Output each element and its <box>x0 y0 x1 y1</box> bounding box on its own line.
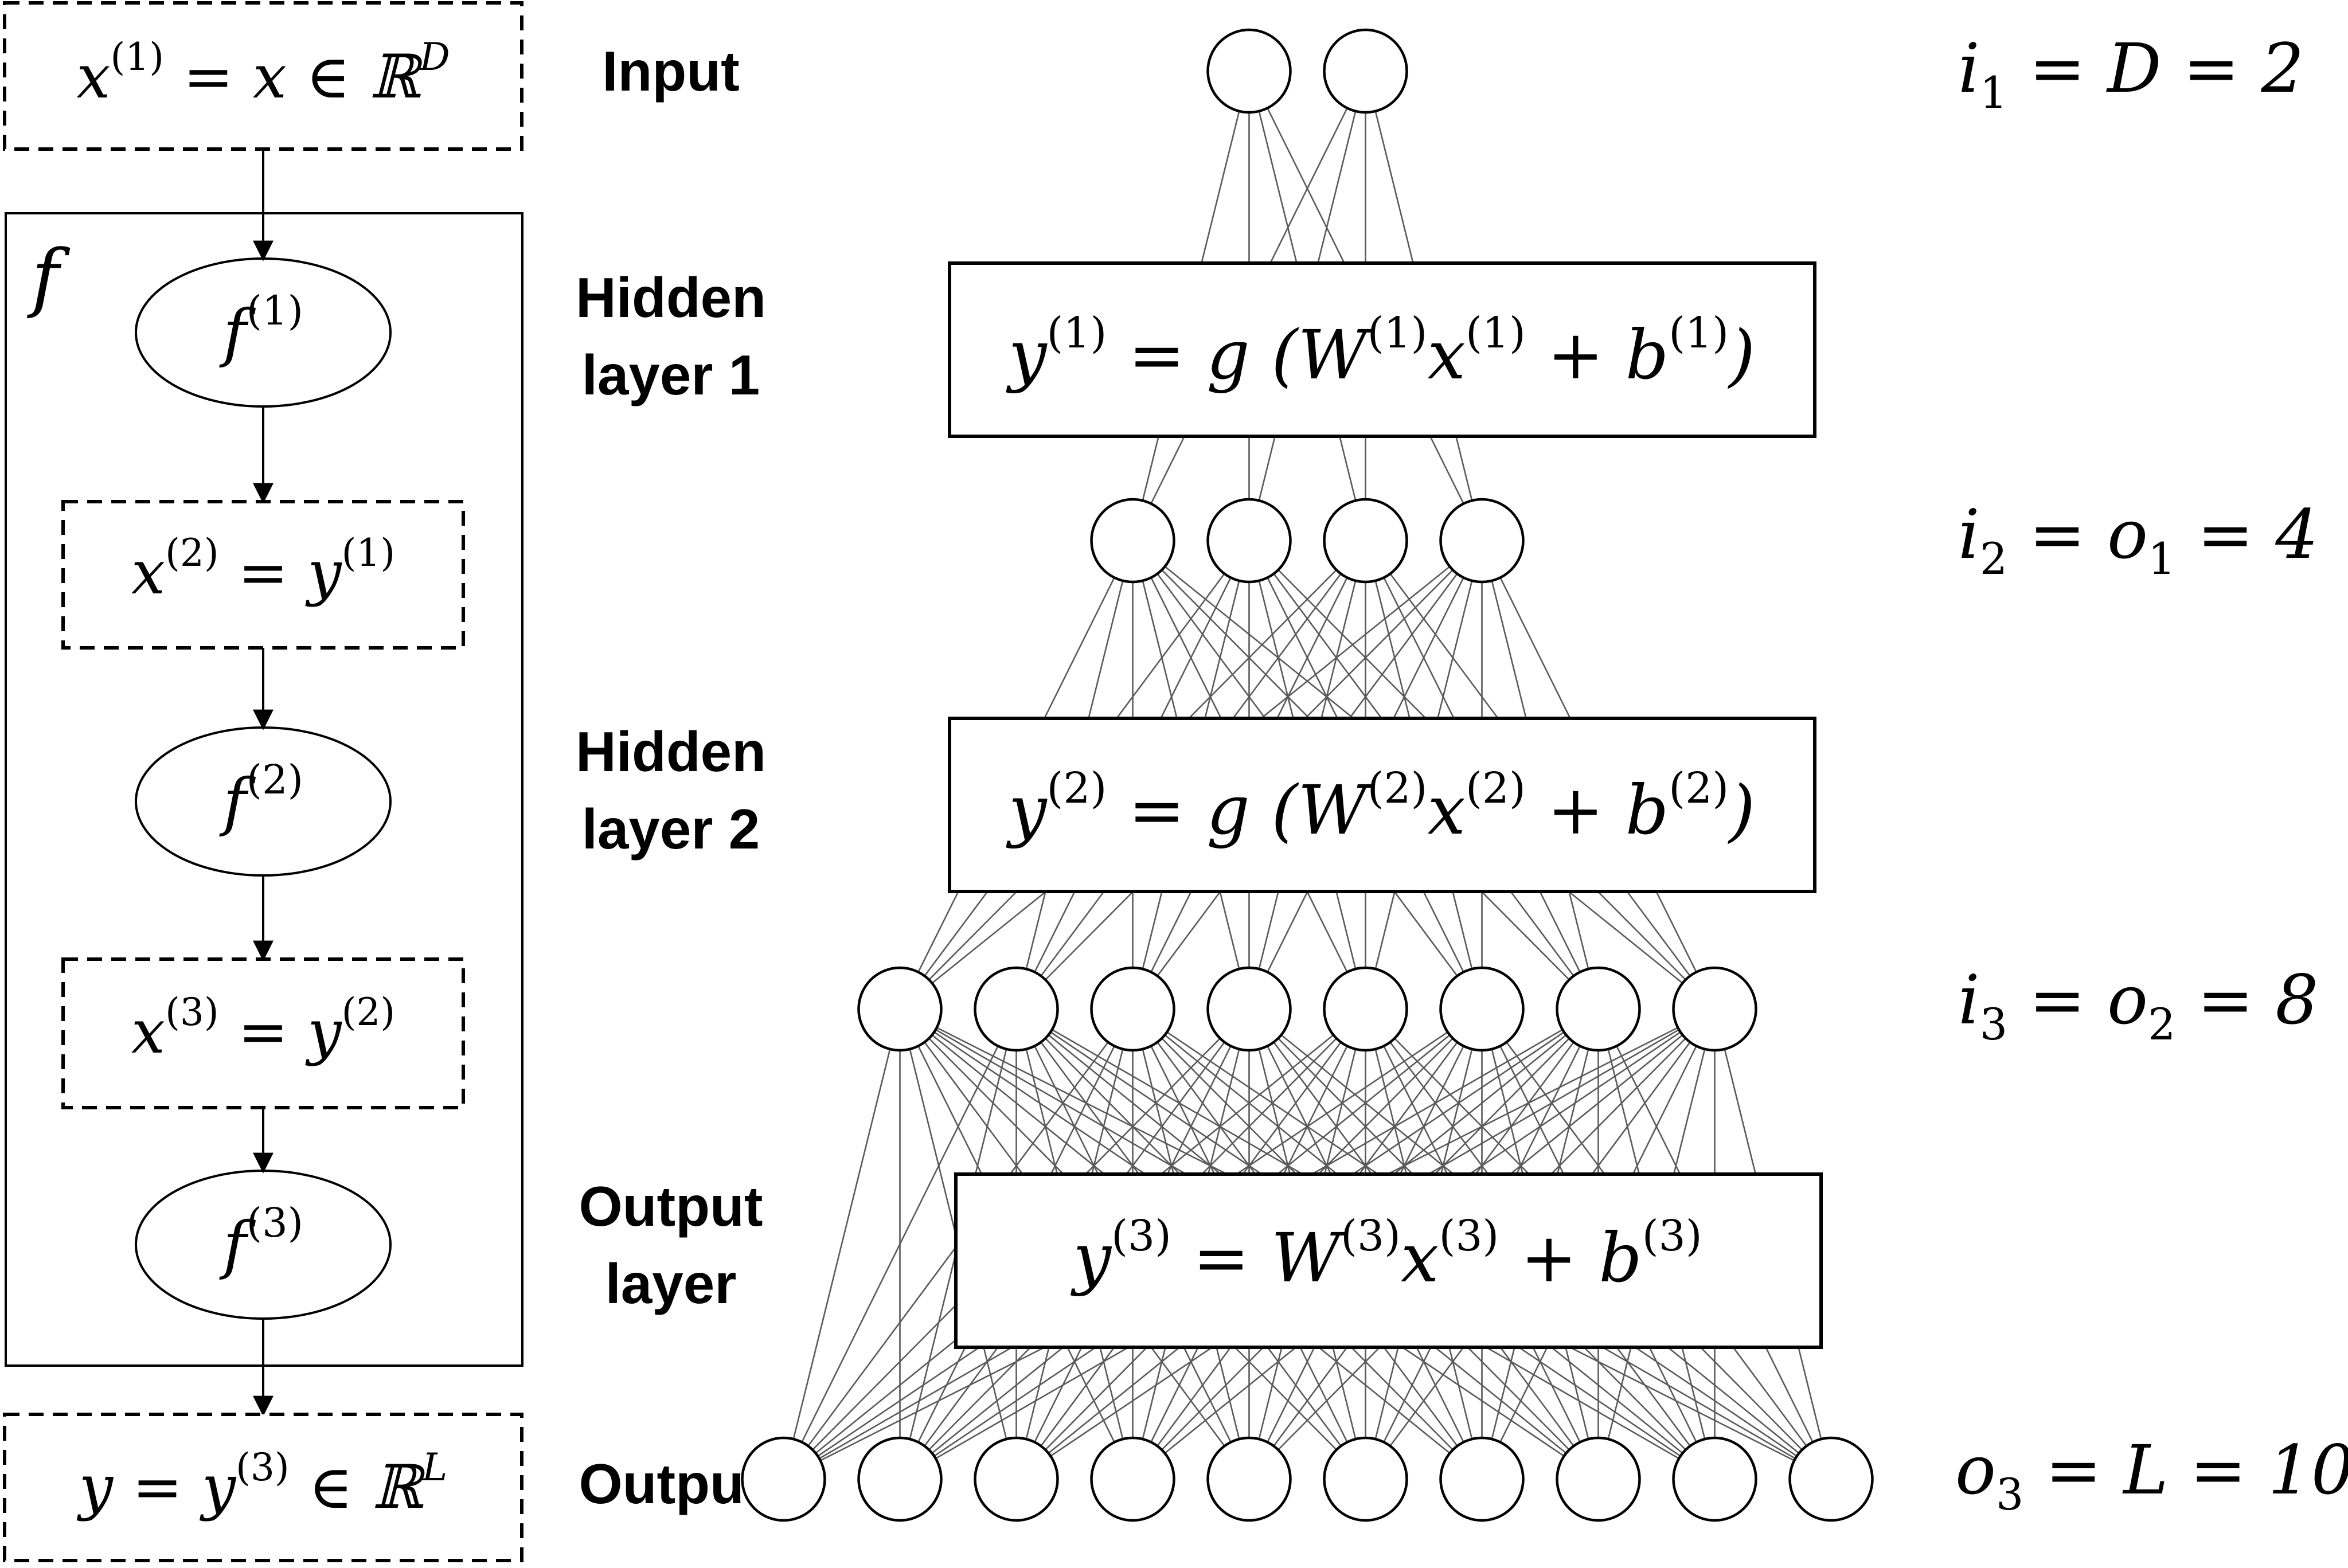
neuron-layer3-6 <box>1439 966 1525 1052</box>
neuron-layer2-1 <box>1090 498 1175 584</box>
x3-definition-text: x(3) = y(2) <box>131 990 395 1067</box>
neuron-layer2-4 <box>1439 498 1525 584</box>
output-definition-text: y = y(3) ∈ ℝL <box>77 1445 447 1522</box>
neuron-layer3-3 <box>1090 966 1175 1052</box>
f3-label: f(3) <box>219 1199 303 1281</box>
neuron-layer4-9 <box>1672 1436 1757 1522</box>
label-input: Input <box>602 40 739 103</box>
dimension-input: i1 = D = 2 <box>1958 29 2304 118</box>
neuron-layer4-7 <box>1439 1436 1525 1522</box>
hidden1-equation-box <box>948 261 1816 438</box>
hidden2-equation: y(2) = g (W(2)x(2) + b(2)) <box>1006 764 1755 850</box>
input-definition-text: x(1) = x ∈ ℝD <box>76 35 450 112</box>
neuron-layer3-7 <box>1556 966 1641 1052</box>
dimension-output: o3 = L = 10 <box>1955 1430 2348 1520</box>
label-hidden1-line2: layer 1 <box>582 343 760 406</box>
label-hidden2-line1: Hidden <box>576 720 766 783</box>
hidden2-equation-box <box>948 717 1816 893</box>
output-definition-box <box>3 1413 523 1562</box>
f2-label: f(2) <box>219 756 303 838</box>
neuron-layer3-5 <box>1323 966 1408 1052</box>
label-output: Output <box>579 1452 763 1515</box>
neuron-layer1-1 <box>1206 28 1292 114</box>
neuron-layer3-2 <box>974 966 1059 1052</box>
neuron-layer3-8 <box>1672 966 1757 1052</box>
label-output-layer-line1: Output <box>579 1175 763 1238</box>
function-f-label: f <box>27 233 71 320</box>
label-hidden1-line1: Hidden <box>576 266 766 329</box>
f2-node <box>135 726 392 877</box>
x2-definition-box <box>61 500 465 650</box>
neuron-layer4-6 <box>1323 1436 1408 1522</box>
dimension-hidden2: i3 = o2 = 8 <box>1958 960 2318 1050</box>
neuron-layer4-4 <box>1090 1436 1175 1522</box>
neuron-layer4-10 <box>1788 1436 1874 1522</box>
f1-label: f(1) <box>219 287 303 369</box>
neuron-layer1-2 <box>1323 28 1408 114</box>
connection-l3-2-to-1 <box>783 1008 1017 1480</box>
output-equation-box <box>954 1172 1823 1349</box>
equation-boxes: y(1) = g (W(1)x(1) + b(1)) y(2) = g (W(2… <box>948 261 1823 1349</box>
neuron-layer3-1 <box>857 966 943 1052</box>
output-equation: y(3) = W(3)x(3) + b(3) <box>1070 1211 1702 1297</box>
input-definition-box <box>3 1 523 151</box>
label-output-layer-line2: layer <box>605 1252 737 1315</box>
hidden1-equation: y(1) = g (W(1)x(1) + b(1)) <box>1006 308 1755 394</box>
x3-definition-box <box>61 957 465 1109</box>
x2-definition-text: x(2) = y(1) <box>131 531 395 608</box>
f1-node <box>135 257 392 408</box>
f3-node <box>135 1170 392 1320</box>
neuron-layer2-3 <box>1323 498 1408 584</box>
neuron-layer4-3 <box>974 1436 1059 1522</box>
dimension-annotations: i1 = D = 2 i2 = o1 = 4 i3 = o2 = 8 o3 = … <box>1955 29 2348 1520</box>
neuron-layer4-5 <box>1206 1436 1292 1522</box>
neuron-layer3-4 <box>1206 966 1292 1052</box>
function-flow: f x(1) = x ∈ ℝD f(1) x(2) = y(1) f(2) x(… <box>3 1 523 1562</box>
neuron-layer4-8 <box>1556 1436 1641 1522</box>
layer-labels: Input Hidden layer 1 Hidden layer 2 Outp… <box>576 40 766 1515</box>
label-hidden2-line2: layer 2 <box>582 797 760 861</box>
neuron-layer2-2 <box>1206 498 1292 584</box>
neuron-layer4-2 <box>857 1436 943 1522</box>
dimension-hidden1: i2 = o1 = 4 <box>1958 495 2318 584</box>
network-nodes <box>741 28 1874 1522</box>
neuron-layer4-1 <box>741 1436 826 1522</box>
connection-l3-1-to-1 <box>783 1008 901 1480</box>
